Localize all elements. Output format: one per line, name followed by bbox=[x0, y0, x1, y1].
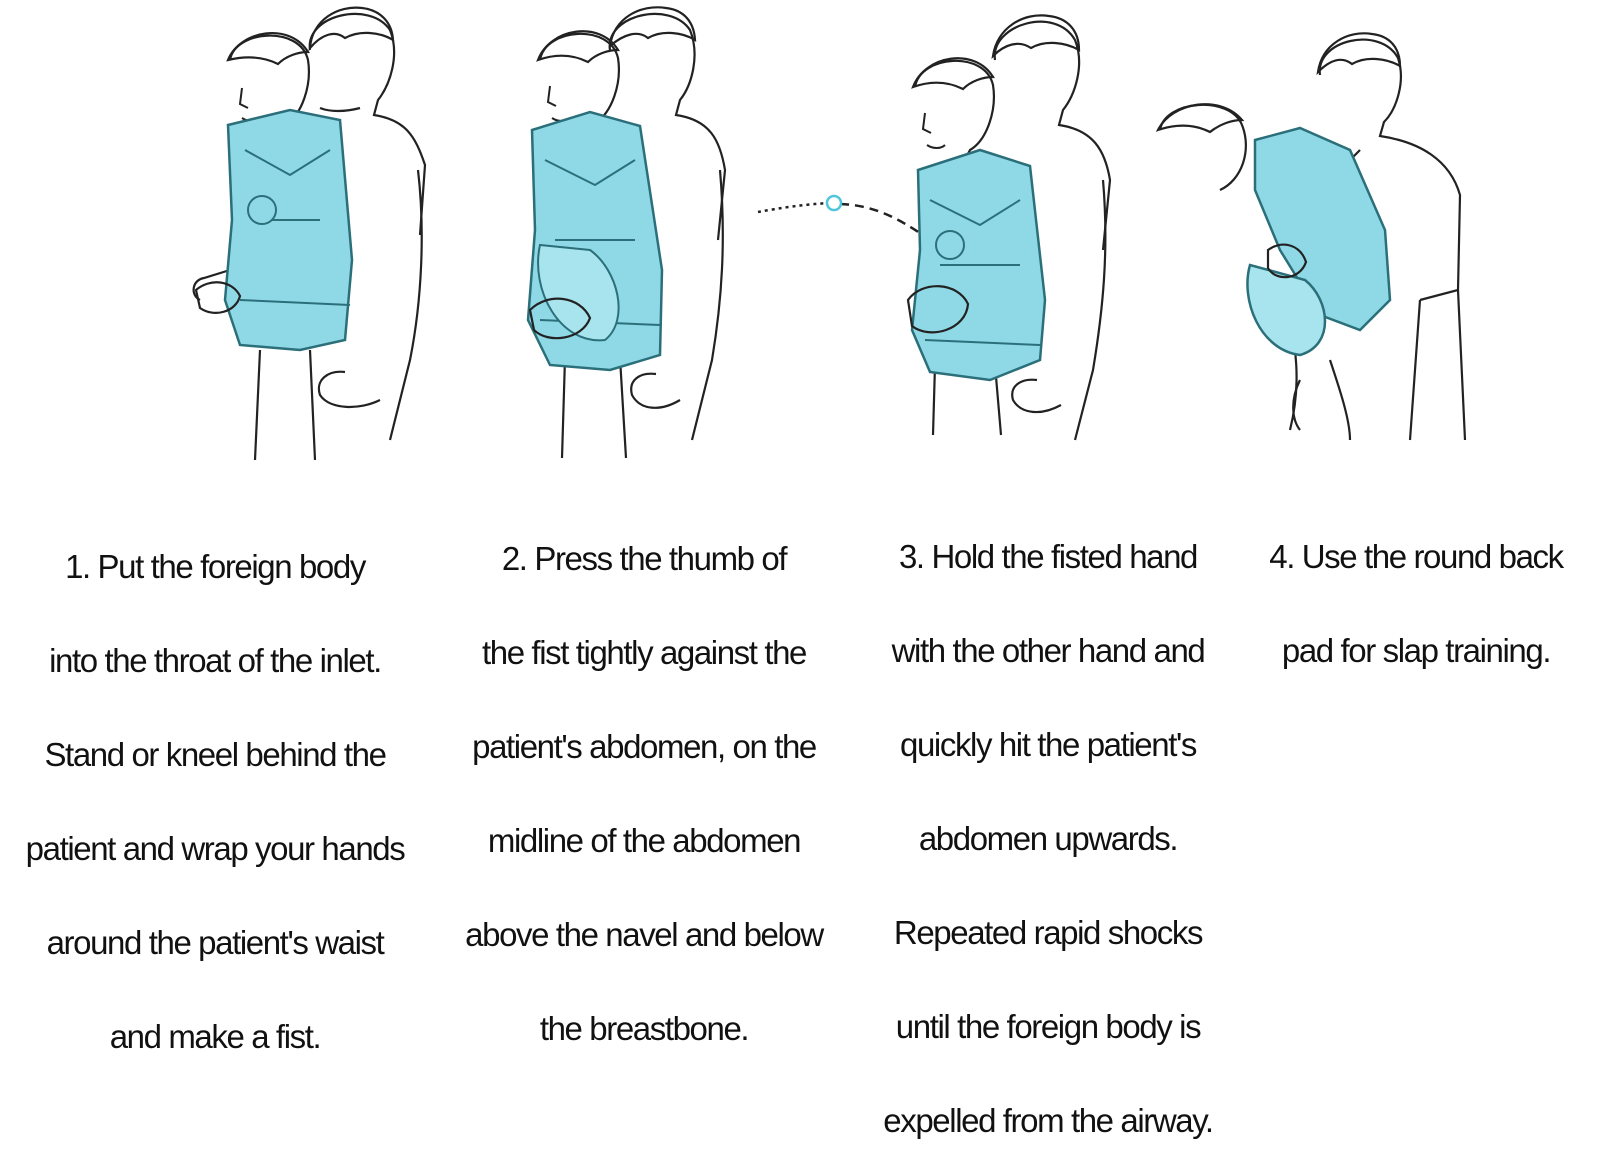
caption-line: the fist tightly against the bbox=[481, 634, 807, 671]
step-3-illustration bbox=[906, 14, 1112, 441]
rescuer-figure bbox=[308, 6, 427, 441]
step-1-caption: 1. Put the foreign body into the throat … bbox=[0, 520, 430, 1084]
caption-line: midline of the abdomen bbox=[487, 822, 802, 859]
fist-icon bbox=[906, 285, 970, 334]
caption-line: Repeated rapid shocks bbox=[893, 914, 1204, 951]
step-4-caption: 4. Use the round back pad for slap train… bbox=[1232, 510, 1600, 698]
caption-line: 3. Hold the fisted hand bbox=[898, 538, 1198, 575]
patient-figure bbox=[536, 30, 628, 459]
caption-line: into the throat of the inlet. bbox=[49, 642, 382, 679]
caption-line: expelled from the airway. bbox=[883, 1102, 1214, 1139]
caption-line: and make a fist. bbox=[109, 1018, 322, 1055]
caption-line: with the other hand and bbox=[891, 632, 1206, 669]
training-vest-icon bbox=[223, 108, 354, 352]
caption-line: 4. Use the round back bbox=[1269, 538, 1564, 575]
step-2-caption: 2. Press the thumb of the fist tightly a… bbox=[438, 512, 850, 1076]
step-2-illustration bbox=[526, 6, 727, 459]
caption-line: pad for slap training. bbox=[1281, 632, 1552, 669]
caption-line: 1. Put the foreign body bbox=[65, 548, 366, 585]
caption-line: quickly hit the patient's bbox=[900, 726, 1197, 763]
caption-line: patient and wrap your hands bbox=[25, 830, 406, 867]
step-1-illustration bbox=[192, 6, 427, 460]
patient-figure bbox=[911, 57, 1003, 436]
caption-line: abdomen upwards. bbox=[918, 820, 1179, 857]
expelled-object-path bbox=[757, 194, 931, 242]
training-vest-icon bbox=[1253, 126, 1392, 332]
round-back-pad-icon bbox=[1246, 263, 1327, 357]
fist-icon bbox=[528, 297, 592, 340]
step-3-caption: 3. Hold the fisted hand with the other h… bbox=[858, 510, 1238, 1168]
caption-line: 2. Press the thumb of bbox=[501, 540, 788, 577]
captions-row: 1. Put the foreign body into the throat … bbox=[0, 520, 1600, 1160]
caption-line: the breastbone. bbox=[539, 1010, 750, 1047]
caption-line: around the patient's waist bbox=[46, 924, 385, 961]
illustration-strip bbox=[0, 0, 1600, 460]
rescuer-figure bbox=[608, 6, 727, 441]
rescuer-figure bbox=[1316, 32, 1467, 441]
step-4-illustration bbox=[1155, 32, 1467, 441]
caption-line: above the navel and below bbox=[465, 916, 824, 953]
caption-line: until the foreign body is bbox=[895, 1008, 1202, 1045]
foreign-body-icon bbox=[825, 194, 843, 212]
rescuer-figure bbox=[991, 14, 1112, 441]
illustration-canvas bbox=[192, 6, 1467, 460]
fist-icon bbox=[194, 281, 242, 314]
caption-line: Stand or kneel behind the bbox=[44, 736, 387, 773]
caption-line: patient's abdomen, on the bbox=[472, 728, 817, 765]
hand-icon bbox=[1266, 243, 1308, 279]
